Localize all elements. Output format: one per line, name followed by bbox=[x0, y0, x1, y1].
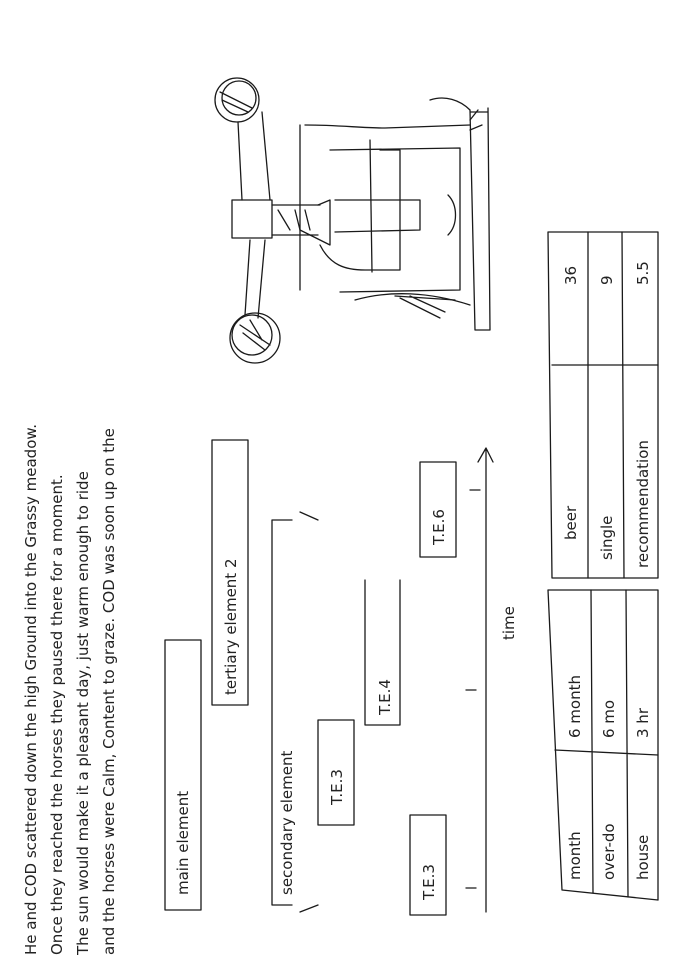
te3a-label: T.E.3 bbox=[328, 769, 346, 806]
te3b-label: T.E.3 bbox=[420, 864, 438, 901]
secondary-element-label: secondary element bbox=[278, 751, 296, 895]
tertiary-element-label: tertiary element 2 bbox=[222, 559, 240, 696]
tertiary-element-box bbox=[211, 439, 249, 706]
table-right-r2c2: 9 bbox=[598, 275, 616, 285]
table-left-r2c1: over-do bbox=[600, 823, 618, 880]
press-sketch bbox=[214, 77, 491, 364]
te6-label: T.E.6 bbox=[430, 509, 448, 546]
main-element-box bbox=[164, 639, 202, 911]
top-knob-icon bbox=[214, 77, 260, 123]
handwritten-paragraph: He and COD scattered down the high Groun… bbox=[22, 424, 118, 956]
press-handle-block bbox=[231, 199, 273, 239]
time-axis: time bbox=[465, 447, 518, 913]
table-right-r3c1: recommendation bbox=[634, 440, 652, 568]
table-left-r3c1: house bbox=[634, 835, 652, 880]
time-axis-arrow bbox=[477, 447, 494, 913]
secondary-element-bracket bbox=[271, 511, 319, 913]
paragraph-line-2: Once they reached the horses they paused… bbox=[48, 474, 66, 955]
te6-box bbox=[419, 461, 457, 558]
table-left-r2c2: 6 mo bbox=[600, 700, 618, 738]
paragraph-line-4: and the horses were Calm, Content to gra… bbox=[100, 428, 118, 955]
main-element-label: main element bbox=[174, 791, 192, 895]
te3a-box bbox=[317, 719, 355, 826]
paragraph-line-1: He and COD scattered down the high Groun… bbox=[22, 424, 40, 955]
table-left: month 6 month over-do 6 mo house 3 hr bbox=[547, 589, 659, 901]
table-left-r1c2: 6 month bbox=[566, 675, 584, 738]
time-axis-label: time bbox=[500, 606, 518, 640]
table-right-r1c2: 36 bbox=[562, 266, 580, 285]
element-boxes: main element secondary element tertiary … bbox=[164, 439, 457, 916]
table-right: beer 36 single 9 recommendation 5.5 bbox=[547, 231, 659, 579]
table-left-r1c1: month bbox=[566, 831, 584, 880]
table-right-r3c2: 5.5 bbox=[634, 261, 652, 285]
bottom-knob-icon bbox=[229, 312, 281, 364]
paragraph-line-3: The sun would make it a pleasant day, ju… bbox=[74, 471, 92, 956]
table-left-r3c2: 3 hr bbox=[634, 707, 652, 738]
te3b-box bbox=[409, 814, 447, 916]
te4-box bbox=[364, 579, 401, 726]
te4-label: T.E.4 bbox=[376, 679, 394, 716]
table-right-r1c1: beer bbox=[562, 505, 580, 540]
time-axis-ticks bbox=[465, 489, 481, 889]
table-right-r2c1: single bbox=[598, 516, 616, 560]
